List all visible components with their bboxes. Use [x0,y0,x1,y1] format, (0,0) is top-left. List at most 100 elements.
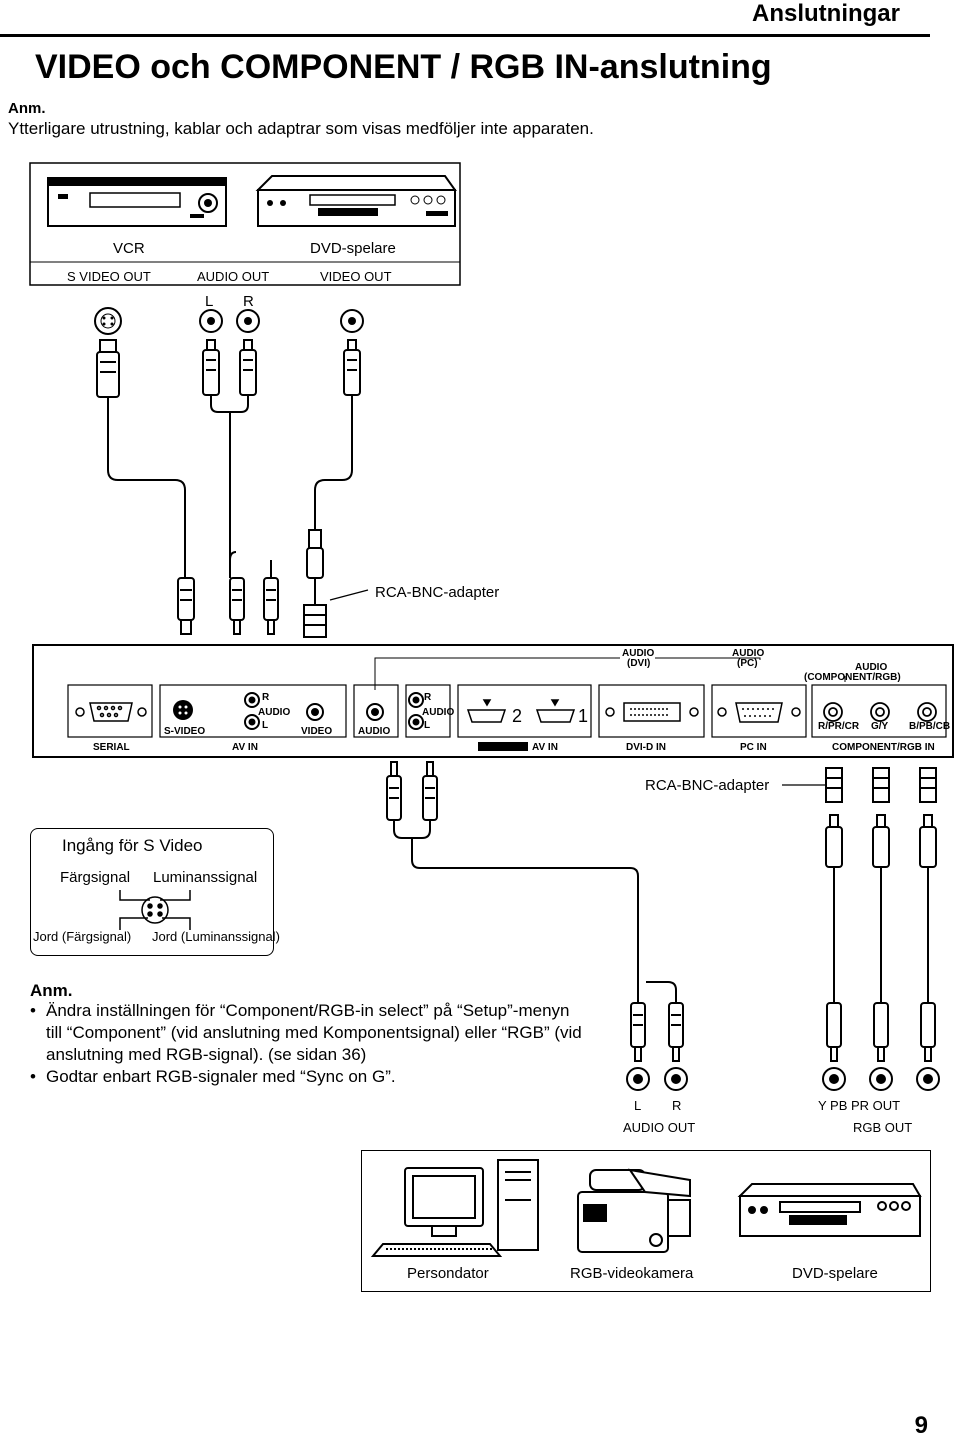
panel-sections [67,684,947,738]
header-rule [0,34,930,37]
label-vcr: VCR [113,240,145,257]
top-rca-plug-r [239,339,257,396]
legend-color-signal: Färgsignal [60,869,131,886]
hdmi-logo [478,742,528,751]
panel-audio-comp-sub: (COMPONENT/RGB) [804,672,901,683]
bottom-note-list: • Ändra inställningen för “Component/RGB-… [30,1000,585,1088]
label-audio-r-top: R [243,293,254,310]
dvd-player-bottom-icon [737,1183,922,1237]
label-dvd-player-top: DVD-spelare [310,240,396,257]
bottom-jacks [626,1067,940,1091]
top-devices-frame [29,162,461,286]
label-s-video-out: S VIDEO OUT [67,269,151,284]
top-s-video-jack [94,307,122,335]
panel-av-in: AV IN [232,742,258,753]
panel-video-jack [306,703,324,721]
page-title: VIDEO och COMPONENT / RGB IN-anslutning [35,48,772,86]
dvd-player-top-icon [255,175,457,227]
panel-audio-dvi: AUDIO [622,648,655,659]
legend-title: Ingång för S Video [62,836,203,855]
label-pc: Persondator [407,1265,489,1282]
label-dvd-player-bottom: DVD-spelare [792,1265,878,1282]
vcr-icon [47,177,227,227]
panel-audio-l2: L [424,720,431,731]
intro-note-text: Ytterligare utrustning, kablar och adapt… [8,119,594,138]
legend-s-video-diagram [119,890,191,930]
bottom-note-label: Anm. [30,981,73,1000]
panel-s-video: S-VIDEO [164,726,206,737]
panel-hdmi-av-in: AV IN [532,742,558,753]
panel-pc-in: PC IN [740,742,767,753]
label-rgb-out: RGB OUT [853,1120,913,1135]
connection-panel [32,644,954,758]
panel-audio-label2: AUDIO [422,707,455,718]
panel-av-audio-jacks [244,692,260,730]
camera-icon [577,1168,691,1253]
lower-audio-cable [393,820,677,1003]
label-adapter-top: RCA-BNC-adapter [375,584,500,601]
label-audio-l-bottom: L [634,1098,642,1113]
top-video-jack [340,309,364,333]
hdmi-port-icons [466,699,576,723]
panel-audio-pc: AUDIO [732,648,765,659]
panel-s-video-plug [177,577,195,635]
top-rca-plug-video [343,339,361,396]
panel-audio-single-jack [366,703,384,721]
panel-dvi-d-in: DVI-D IN [626,742,666,753]
lower-audio-plugs [386,761,438,821]
section-tag: Anslutningar [752,0,900,27]
label-camera: RGB-videokamera [570,1265,694,1282]
bottom-note-item-text: Godtar enbart RGB-signaler med “Sync on … [46,1067,396,1086]
panel-video: VIDEO [301,726,333,737]
label-ypbpr-out: Y PB PR OUT [818,1098,901,1113]
pc-port-icon [717,702,801,723]
bottom-note-item-text: Ändra inställningen för “Component/RGB-i… [46,1001,582,1064]
adapter-top-leader [329,589,369,601]
panel-audio-comp: AUDIO [855,662,888,673]
panel-hdmi-2: 2 [512,706,523,726]
label-adapter-bottom: RCA-BNC-adapter [645,777,770,794]
panel-b-pb-cb: B/PB/CB [909,721,951,732]
panel-audio-dvi-sub: (DVI) [627,658,651,669]
source-devices-frame [361,1150,931,1292]
panel-audio-single: AUDIO [358,726,391,737]
panel-s-video-jack [173,700,193,720]
lower-bnc-adapters [825,767,937,803]
intro-note-label: Anm. [8,100,46,117]
panel-audio-r2: R [424,692,432,703]
top-audio-r-jack [236,309,260,333]
bottom-audio-plugs [630,1002,684,1062]
panel-g-y: G/Y [871,721,889,732]
panel-audio-dvi-jacks [408,692,424,730]
bullet-icon: • [30,1001,36,1020]
top-cables [107,395,353,604]
label-audio-out-top: AUDIO OUT [197,269,270,284]
label-video-out: VIDEO OUT [320,269,392,284]
panel-audio-label1: AUDIO [258,707,291,718]
legend-luminance-signal: Luminanssignal [153,869,258,886]
panel-audio-bracket [374,657,846,690]
legend-ground-color: Jord (Färgsignal) [33,929,132,944]
bnc-jacks [823,702,937,722]
panel-component-rgb-in: COMPONENT/RGB IN [832,742,935,753]
panel-hdmi-1: 1 [578,706,589,726]
top-rca-bnc-adapter [303,529,327,638]
panel-audio-pc-sub: (PC) [737,658,758,669]
top-s-video-plug [96,339,120,398]
dvi-port-icon [605,702,699,722]
panel-rca-plug-r [263,577,279,635]
panel-serial: SERIAL [93,742,130,753]
bullet-icon: • [30,1067,36,1086]
top-audio-l-jack [199,309,223,333]
bottom-note-item: • Godtar enbart RGB-signaler med “Sync on… [30,1066,585,1088]
bottom-component-plugs [826,1002,936,1062]
label-audio-out-bottom: AUDIO OUT [623,1120,696,1135]
page-number: 9 [914,1412,928,1439]
serial-port-icon [75,702,147,722]
top-rca-plug-l [202,339,220,396]
label-audio-r-bottom: R [672,1098,682,1113]
lower-rca-plugs-component [825,814,937,868]
s-video-legend [30,828,274,956]
panel-rca-plug-l [229,577,245,635]
